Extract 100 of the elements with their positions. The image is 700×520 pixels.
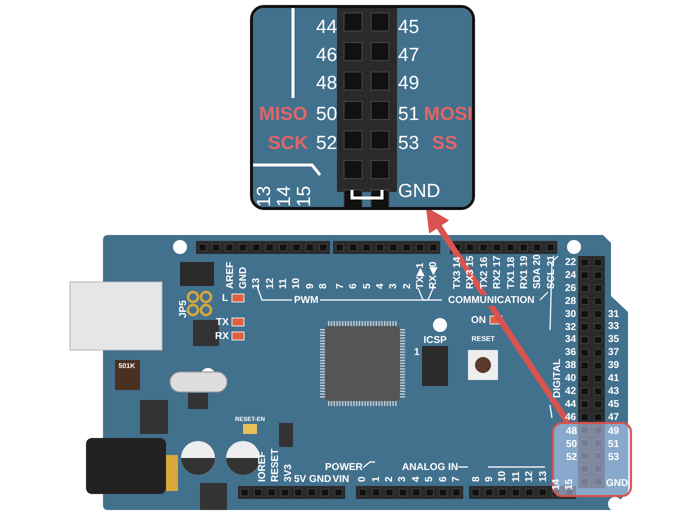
pin-label: 0 (357, 476, 368, 482)
pin-label: 24 (565, 270, 576, 281)
pin-label: 3 (397, 476, 408, 482)
pin-label: 4 (410, 476, 422, 482)
pin-label: GND (398, 182, 440, 202)
pin-label: 48 (316, 74, 338, 94)
pin-label: 6 (438, 476, 449, 482)
pin-label: 52 (316, 134, 338, 154)
signal-label: SCK (268, 134, 308, 154)
pin-label: 50 (566, 438, 578, 450)
pin-label: 3V3 (282, 464, 294, 482)
pin-label: RX (215, 330, 229, 342)
pin-label: 10 (290, 278, 302, 289)
pin-label: GND (238, 266, 248, 289)
pin-label: 44 (565, 398, 576, 410)
silkscreen-heading: PWM (294, 294, 318, 306)
pin-label: GND (309, 474, 332, 484)
pin-label: 31 (608, 308, 620, 320)
pin-label: 6 (348, 283, 358, 289)
pin-label: 12 (264, 278, 276, 289)
signal-label: MISO (259, 105, 308, 125)
pin-label: 35 (608, 334, 620, 346)
pin-label: 12 (524, 470, 536, 482)
highlight-region (552, 422, 632, 497)
pin-label: 43 (608, 386, 620, 397)
pin-label: 13 (538, 470, 548, 482)
pin-label: 53 (398, 134, 420, 154)
pin-label: 1 (370, 476, 382, 482)
pin-label: 11 (278, 278, 288, 289)
pin-label: 7 (451, 476, 462, 482)
pin-label: 47 (608, 412, 620, 423)
pin-label: TX2 16 (478, 256, 490, 289)
pin-label: 1 (414, 346, 420, 358)
pin-label: RESET (270, 448, 280, 482)
pin-label: 49 (398, 74, 420, 94)
pin-label: 15 (295, 186, 315, 207)
pin-label: 39 (608, 360, 620, 372)
pin-label: TX1 18 (506, 256, 516, 289)
pin-label: TX (216, 316, 229, 328)
pin-label: 30 (565, 308, 576, 320)
signal-label: MOSI (424, 105, 472, 125)
pin-label: 14 (550, 478, 562, 490)
pin-label: GND (606, 478, 628, 488)
pin-label: 50 (316, 105, 338, 125)
arrow (426, 207, 570, 424)
pin-label: IOREF (256, 451, 268, 482)
pin-label: JP5 (178, 300, 188, 318)
pin-label: 3 (388, 283, 398, 289)
pin-label: 14 (275, 186, 295, 207)
pin-label: 37 (608, 347, 620, 358)
pin-label: 48 (566, 426, 578, 436)
pin-label: L (222, 292, 228, 304)
signal-label: SS (432, 134, 458, 154)
pin-label: 11 (510, 471, 522, 482)
pin-label: 7 (334, 283, 346, 289)
pin-label: AREF (224, 262, 236, 289)
silkscreen-heading: COMMUNICATION (448, 294, 534, 306)
pin-label: 26 (565, 282, 576, 294)
pin-label: RX3 15 (464, 256, 476, 289)
silkscreen-heading: POWER (325, 462, 363, 472)
pin-label: SDA 20 (532, 254, 542, 289)
pin-label: 36 (565, 347, 576, 358)
pin-label: 33 (608, 321, 620, 332)
pin-label: 5 (362, 283, 372, 289)
pin-label: 9 (304, 283, 316, 289)
pin-label: 40 (565, 373, 576, 384)
pin-label: 32 (565, 322, 576, 332)
pin-label: 13 (250, 278, 262, 289)
pin-label: 45 (608, 398, 620, 410)
pin-label: RX2 17 (492, 256, 502, 289)
pin-label: 15 (564, 478, 574, 490)
pin-label: 34 (565, 334, 576, 346)
pin-label: 45 (398, 18, 420, 38)
pin-label: 44 (316, 18, 338, 38)
pin-label: 8 (318, 283, 328, 289)
pin-label: TX▶1 (414, 262, 426, 289)
pin-label: 42 (565, 386, 576, 397)
pin-label: RX1 19 (518, 256, 530, 289)
pin-label: 5V (294, 474, 306, 484)
pin-label: 10 (497, 470, 508, 482)
pin-label: 28 (565, 296, 576, 307)
pin-label: 51 (398, 105, 420, 125)
pin-label: 4 (374, 283, 386, 289)
pin-label: VIN (332, 474, 350, 484)
pin-label: RX◀0 (428, 262, 438, 289)
pin-label: 47 (398, 46, 420, 66)
pin-label: 9 (484, 476, 495, 482)
pin-label: 2 (402, 283, 412, 289)
pin-label: 52 (566, 452, 578, 462)
pin-label: TX3 14 (452, 256, 462, 289)
pin-label: ON (471, 314, 486, 326)
pin-label: 2 (384, 476, 395, 482)
pin-label: 8 (470, 476, 482, 482)
pin-label: 38 (565, 360, 576, 372)
pin-label: 13 (255, 186, 275, 207)
pin-label: 5 (424, 476, 436, 482)
pin-label: 51 (608, 438, 620, 450)
pin-label: 41 (608, 373, 620, 384)
silkscreen-heading: ANALOG IN (402, 462, 458, 472)
pin-label: 46 (316, 46, 338, 66)
